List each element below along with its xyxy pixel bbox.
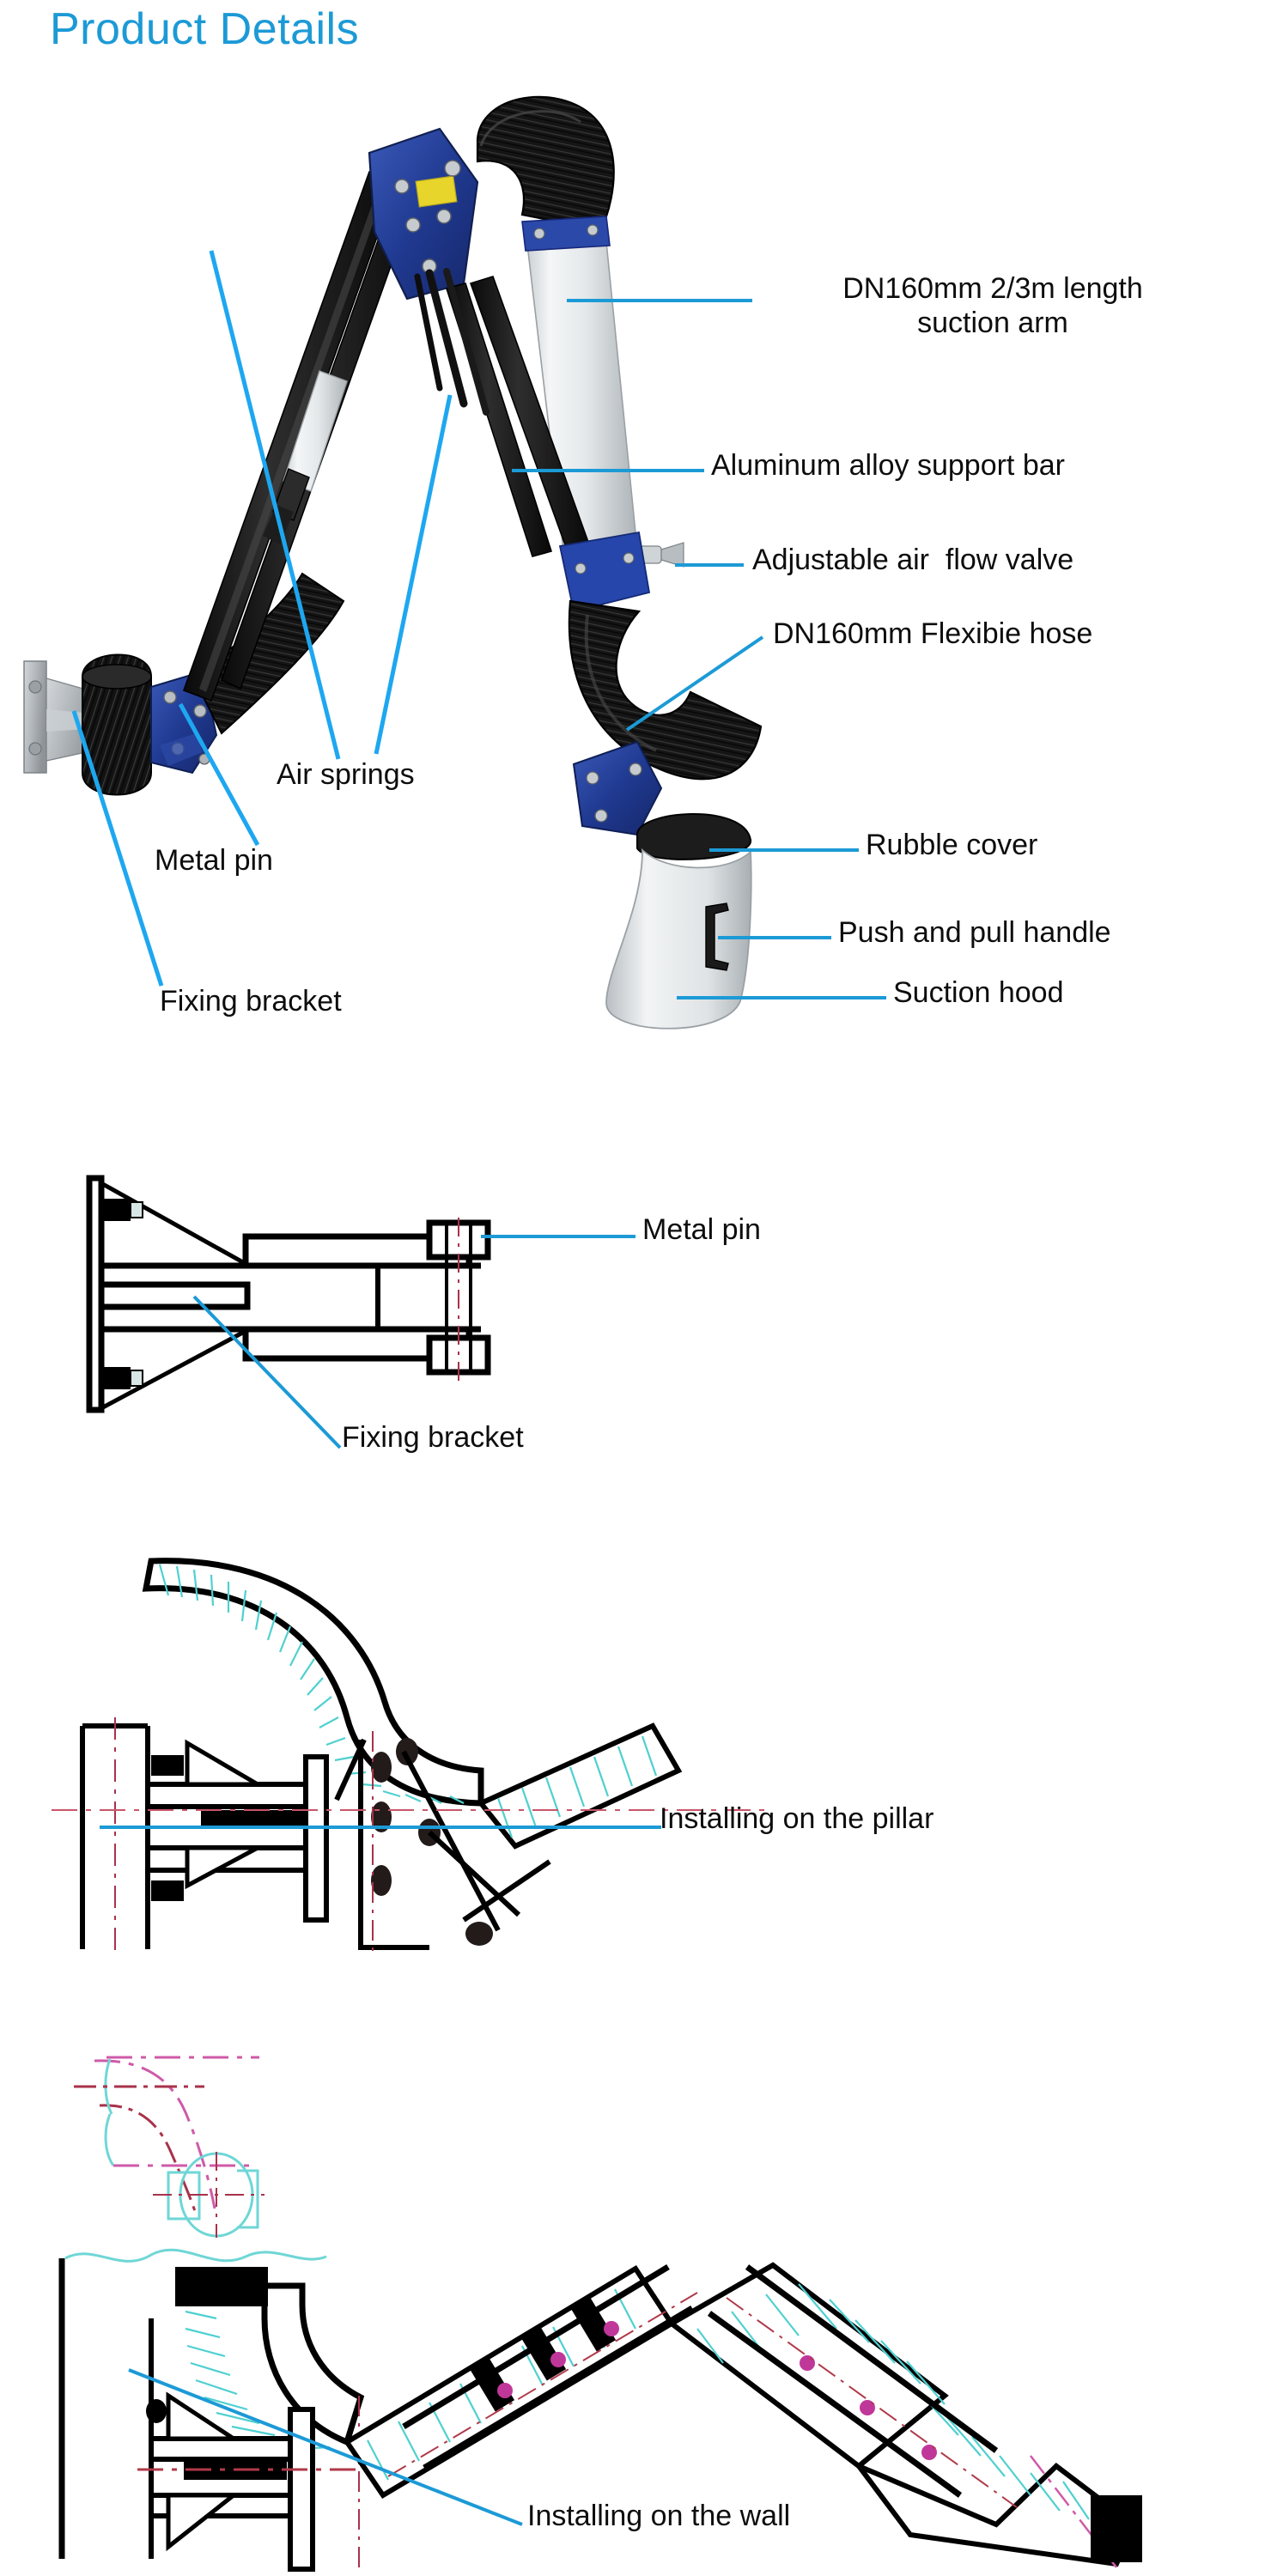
page-title: Product Details xyxy=(50,4,360,54)
leader-air-springs-a xyxy=(209,250,341,760)
leader-installing-wall xyxy=(128,2368,523,2526)
lower-elbow-hose xyxy=(82,653,152,796)
support-bar-right xyxy=(445,276,591,557)
photo-leader-lines xyxy=(71,250,886,999)
callout-installing-wall: Installing on the wall xyxy=(527,2500,791,2532)
leader-flexible-hose xyxy=(625,635,764,732)
callout-fixing-bracket-2: Fixing bracket xyxy=(342,1421,524,1454)
callout-support-bar: Aluminum alloy support bar xyxy=(711,449,1065,482)
callout-installing-pillar: Installing on the pillar xyxy=(660,1802,934,1835)
suction-hood-part xyxy=(605,848,752,1030)
callout-metal-pin-2: Metal pin xyxy=(642,1213,761,1246)
hood-blue-joint xyxy=(572,740,663,836)
callout-air-flow-valve: Adjustable air flow valve xyxy=(752,544,1074,576)
mid-blue-clamp xyxy=(558,531,651,613)
air-springs-part xyxy=(414,268,490,416)
callout-push-pull-handle: Push and pull handle xyxy=(838,916,1111,949)
callout-metal-pin: Metal pin xyxy=(155,844,273,877)
wall-cad-drawing xyxy=(58,2056,1142,2572)
callout-rubble-cover: Rubble cover xyxy=(866,829,1038,861)
callout-suction-arm: DN160mm 2/3m length suction arm xyxy=(842,272,1143,340)
bracket-cad-drawing xyxy=(86,1175,636,1449)
leader-fixing-bracket-2 xyxy=(192,1295,342,1449)
leader-fixing-bracket xyxy=(71,710,164,987)
leader-air-springs-b xyxy=(374,394,453,755)
top-elbow-hose xyxy=(476,95,615,232)
callout-flexible-hose: DN160mm Flexibie hose xyxy=(773,617,1093,650)
pillar-cad-drawing xyxy=(52,1558,773,1958)
photo-group xyxy=(23,95,763,1030)
callout-suction-hood: Suction hood xyxy=(893,976,1064,1009)
rubble-cover-part xyxy=(636,813,751,860)
upper-blue-joint xyxy=(368,127,479,301)
flexible-hose-part xyxy=(568,599,763,781)
callout-fixing-bracket: Fixing bracket xyxy=(160,985,342,1018)
callout-air-springs: Air springs xyxy=(277,758,415,791)
leader-metal-pin xyxy=(178,702,260,847)
suction-arm-tube xyxy=(521,216,636,550)
